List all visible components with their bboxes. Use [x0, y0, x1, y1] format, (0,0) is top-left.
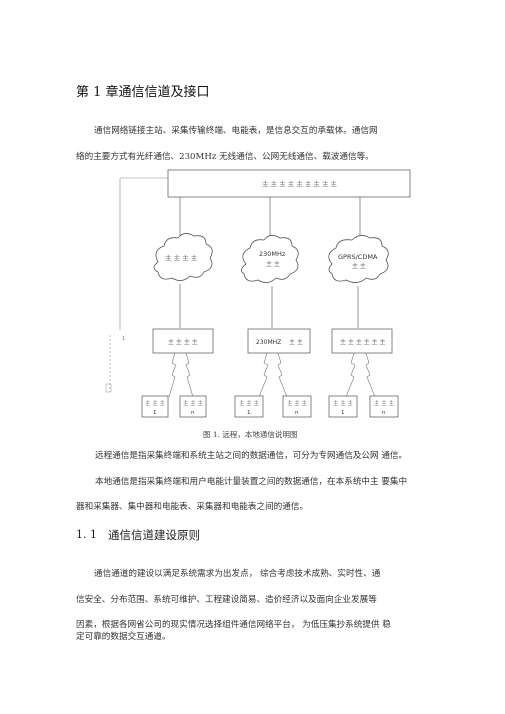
concentrator-box-1: [152, 328, 214, 354]
svg-text:主 主 主: 主 主 主: [239, 399, 259, 407]
figure-caption: 图 1. 远程，本地通信说明图: [203, 430, 298, 439]
section-title: 通信信道建设原则: [108, 528, 200, 542]
para4-line-1: 通信通道的建设以满足系统需求为出发点， 综合考虑技术成熟、实时性、通: [94, 569, 381, 579]
cloud-right-label-2: 主 主: [352, 262, 366, 270]
terminal-box-3: [234, 395, 264, 418]
cloud-middle-label-1: 230MHz: [259, 250, 286, 258]
master-station-label: 主 主 主 主 主 主 主 主 主: [262, 179, 338, 188]
para4-line-2: 信安全、分布范围、系统可维护、工程建设简易、造价经济以及面向企业发展等: [76, 595, 377, 605]
cloud-right-label-1: GPRS/CDMA: [338, 253, 378, 261]
chapter-heading: 第 1 章通信信道及接口: [76, 85, 210, 100]
para2: 远程通信是指采集终端和系统主站之间的数据通信，可分为专网通信及公网 通信。: [95, 451, 408, 461]
cloud-right: [328, 235, 389, 283]
cloud-middle-label-2: 主 主: [266, 260, 280, 268]
concentrator-label-1: 主 主 主 主: [168, 338, 198, 346]
section-number: 1. 1: [76, 528, 97, 541]
svg-text:主 主 主: 主 主 主: [183, 399, 203, 407]
svg-text:n: n: [191, 410, 195, 416]
svg-text:n: n: [382, 410, 386, 416]
svg-text:1: 1: [153, 410, 157, 416]
para3-line-1: 本地通信是指采集终端和用户电能计量装置之间的数据通信，在本系统中主 要集中: [95, 477, 408, 487]
svg-text:n: n: [295, 410, 299, 416]
cloud-left: [153, 233, 213, 281]
left-small-label: 1: [122, 336, 125, 342]
concentrator-label-2: 230MHZ: [256, 339, 281, 346]
terminal-box-2: [179, 395, 207, 418]
svg-text:主 主 主: 主 主 主: [145, 399, 165, 407]
svg-text:主 主 主: 主 主 主: [287, 399, 307, 407]
concentrator-box-3: [331, 328, 393, 354]
concentrator-label-3: 主 主 主 主 主 主: [340, 338, 386, 346]
concentrator-label-2b: 主 主: [289, 338, 303, 346]
terminal-box-4: [282, 395, 312, 418]
svg-text:1: 1: [341, 410, 345, 416]
intro-line-1: 通信网络链接主站、采集传输终端、电能表，是信息交互的承载体。通信网: [94, 126, 378, 136]
svg-text:主 主 主: 主 主 主: [374, 399, 394, 407]
master-station-box: [167, 169, 411, 198]
para4-line-3: 因素，根据各网省公司的现实情况选择组件通信网络平台， 为低压集抄系统提供 稳: [76, 620, 391, 630]
cloud-left-label: 主 主 主 主: [165, 253, 198, 262]
svg-text:主 主 主: 主 主 主: [333, 399, 353, 407]
cloud-middle: [241, 235, 299, 283]
terminal-box-6: [369, 395, 399, 418]
para3-line-2: 器和采集器、集中器和电能表、采集器和电能表之间的通信。: [76, 502, 309, 512]
svg-text:1.: 1.: [247, 410, 252, 416]
intro-line-2: 络的主要方式有光纤通信、230MHz 无线通信、公网无线通信、载波通信等。: [76, 152, 374, 162]
concentrator-box-2: [247, 328, 311, 354]
terminal-box-1: [141, 395, 169, 418]
terminal-box-5: [328, 395, 358, 418]
para4-line-4: 定可靠的数据交互通道。: [76, 632, 171, 642]
